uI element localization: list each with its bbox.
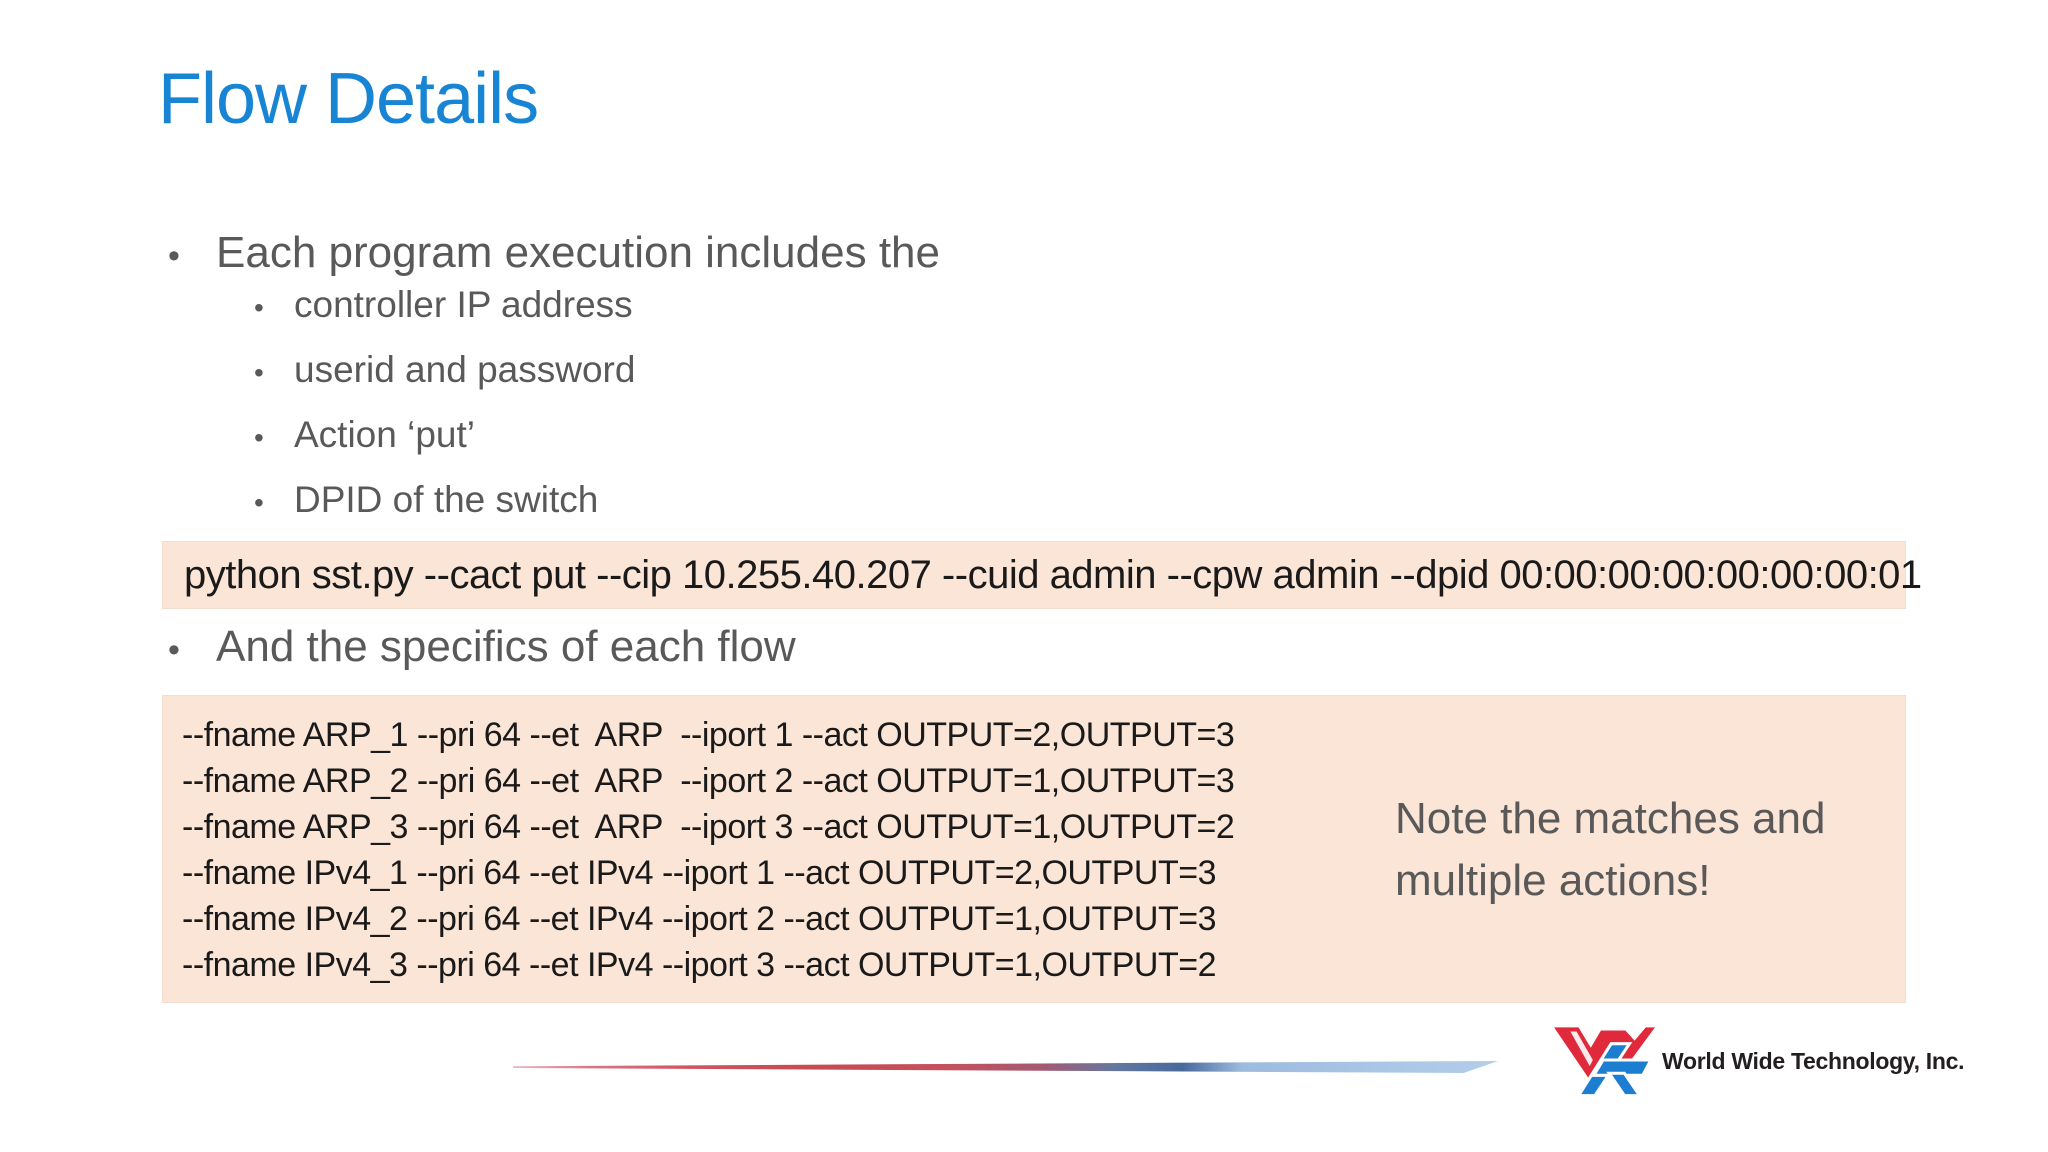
bullet-dot-icon: •	[254, 357, 264, 388]
list-item-userid-password: • userid and password	[254, 349, 635, 414]
bullet-dot-icon: •	[168, 237, 180, 275]
page-title: Flow Details	[158, 59, 539, 139]
command-box: python sst.py --cact put --cip 10.255.40…	[162, 541, 1922, 609]
gradient-divider	[513, 1061, 1498, 1073]
flow-line: --fname ARP_3 --pri 64 --et ARP --iport …	[182, 808, 1235, 846]
flow-definitions-box: --fname ARP_1 --pri 64 --et ARP --iport …	[162, 695, 1906, 1003]
bullet-program-execution: • Each program execution includes the	[160, 228, 940, 278]
bullet-flow-specifics: • And the specifics of each flow	[160, 622, 796, 672]
bullet-dot-icon: •	[168, 631, 180, 669]
list-item-controller-ip: • controller IP address	[254, 284, 635, 349]
command-text: python sst.py --cact put --cip 10.255.40…	[184, 552, 1922, 597]
company-name: World Wide Technology, Inc.	[1662, 1048, 1965, 1074]
list-item-label: userid and password	[294, 349, 636, 390]
flow-line: --fname ARP_1 --pri 64 --et ARP --iport …	[182, 716, 1235, 754]
bullet-dot-icon: •	[254, 422, 264, 453]
note-callout: Note the matches and multiple actions!	[1395, 794, 1826, 905]
sub-bullet-list: • controller IP address • userid and pas…	[254, 284, 635, 544]
bullet-program-execution-label: Each program execution includes the	[216, 228, 940, 277]
flow-line: --fname IPv4_3 --pri 64 --et IPv4 --ipor…	[182, 946, 1217, 984]
wwt-logo-icon	[1554, 1027, 1655, 1096]
bullet-dot-icon: •	[254, 292, 264, 323]
bullet-flow-specifics-label: And the specifics of each flow	[216, 622, 796, 671]
list-item-label: controller IP address	[294, 284, 633, 325]
list-item-action-put: • Action ‘put’	[254, 414, 635, 479]
flow-line: --fname ARP_2 --pri 64 --et ARP --iport …	[182, 762, 1235, 800]
list-item-label: DPID of the switch	[294, 479, 599, 520]
list-item-dpid-switch: • DPID of the switch	[254, 479, 635, 544]
flow-line: --fname IPv4_2 --pri 64 --et IPv4 --ipor…	[182, 900, 1217, 938]
bullet-dot-icon: •	[254, 487, 264, 518]
flow-line: --fname IPv4_1 --pri 64 --et IPv4 --ipor…	[182, 854, 1217, 892]
list-item-label: Action ‘put’	[294, 414, 475, 455]
